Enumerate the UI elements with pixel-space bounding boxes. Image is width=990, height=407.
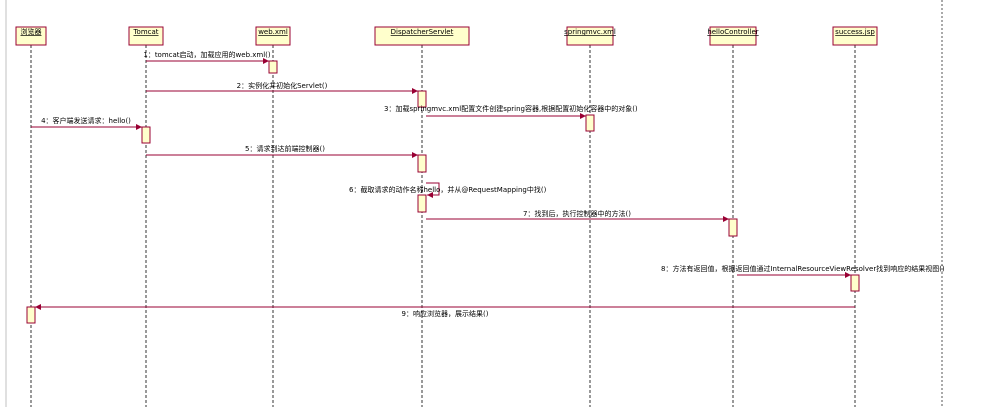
message-label: 6：截取请求的动作名称hello，并从@RequestMapping中找()	[349, 185, 547, 194]
lifeline-header-box[interactable]	[832, 26, 878, 46]
activation-box-browser	[26, 306, 36, 324]
self-message-arrow	[426, 182, 440, 198]
lifeline-label: helloController	[707, 28, 758, 36]
lifeline-header-box[interactable]	[255, 26, 291, 46]
lifeline-header-box[interactable]	[709, 26, 757, 46]
message-label: 3：加载springmvc.xml配置文件创建spring容器,根据配置初始化容…	[384, 104, 638, 113]
lifeline-browser: 浏览器	[15, 26, 47, 407]
message-label: 1：tomcat启动，加载应用的web.xml()	[143, 50, 271, 59]
lifeline-springmvcxml: springmvc.xml	[564, 26, 616, 407]
messages-layer: 1：tomcat启动，加载应用的web.xml() 2：实例化并初始化Servle…	[31, 50, 945, 318]
activation-box-springmvcxml	[585, 114, 595, 132]
message-label: 4：客户端发送请求：hello()	[41, 116, 131, 125]
lifeline-label: DispatcherServlet	[391, 28, 454, 36]
activation-box-controller	[728, 218, 738, 237]
lifeline-dispatcher: DispatcherServlet	[374, 26, 470, 407]
message-9: 9：响应浏览器，展示结果()	[35, 304, 855, 318]
message-3: 3：加载springmvc.xml配置文件创建spring容器,根据配置初始化容…	[384, 104, 638, 119]
message-label: 7：找到后，执行控制器中的方法()	[523, 209, 631, 218]
activation-box-dispatcher	[417, 194, 427, 213]
lifeline-header-box[interactable]	[15, 26, 47, 46]
message-label: 2：实例化并初始化Servlet()	[237, 81, 328, 90]
lifeline-label: springmvc.xml	[564, 28, 616, 36]
lifeline-webxml: web.xml	[255, 26, 291, 407]
lifeline-label: 浏览器	[21, 27, 42, 36]
lifeline-label: success.jsp	[835, 28, 875, 36]
activations-layer	[26, 60, 860, 324]
lifeline-header-box[interactable]	[374, 26, 470, 46]
message-1: 1：tomcat启动，加载应用的web.xml()	[143, 50, 271, 64]
lifeline-successjsp: success.jsp	[832, 26, 878, 407]
message-5: 5：请求到达前端控制器()	[146, 144, 418, 158]
message-8: 8：方法有返回值，根据返回值通过InternalResourceViewReso…	[661, 264, 945, 278]
lifeline-tomcat: Tomcat	[128, 26, 164, 407]
message-6: 6：截取请求的动作名称hello，并从@RequestMapping中找()	[349, 182, 547, 198]
lifeline-header-box[interactable]	[128, 26, 164, 46]
message-2: 2：实例化并初始化Servlet()	[146, 81, 418, 94]
activation-box-tomcat	[141, 126, 151, 144]
activation-box-dispatcher	[417, 154, 427, 173]
lifeline-controller: helloController	[707, 26, 759, 407]
activation-box-webxml	[268, 60, 278, 74]
message-label: 9：响应浏览器，展示结果()	[402, 309, 489, 318]
activation-box-dispatcher	[417, 90, 427, 108]
message-label: 5：请求到达前端控制器()	[245, 144, 325, 153]
lifeline-label: Tomcat	[132, 28, 158, 36]
message-label: 8：方法有返回值，根据返回值通过InternalResourceViewReso…	[661, 264, 945, 273]
message-4: 4：客户端发送请求：hello()	[31, 116, 142, 130]
activation-box-successjsp	[850, 274, 860, 292]
lifelines-layer: 浏览器 Tomcat web.xml DispatcherServlet springm…	[15, 26, 878, 407]
lifeline-header-box[interactable]	[566, 26, 614, 46]
message-7: 7：找到后，执行控制器中的方法()	[426, 209, 729, 222]
lifeline-label: web.xml	[258, 28, 288, 36]
